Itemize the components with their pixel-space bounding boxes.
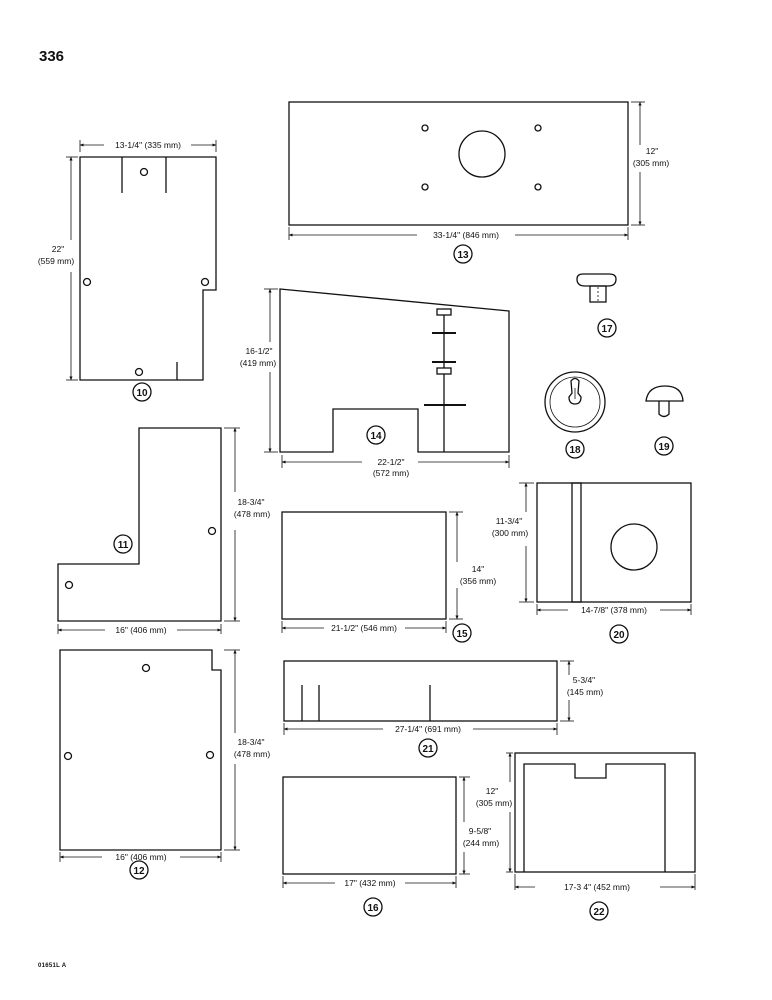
- part-10-width-label: 13-1/4" (335 mm): [115, 140, 181, 150]
- part-11-width-dimension: [57, 624, 222, 634]
- part-15-height-dimension: [449, 511, 463, 620]
- part-15-height-label-mm: (356 mm): [460, 576, 497, 586]
- part-14-height-label-mm: (419 mm): [240, 358, 277, 368]
- part-14-height-label: 16-1/2": [245, 346, 272, 356]
- part-16-height-label: 9-5/8": [469, 826, 491, 836]
- part-14-width-dimension: [281, 455, 510, 468]
- part-22-width-dimension: [514, 874, 696, 890]
- callout-16: 16: [367, 903, 379, 914]
- callout-19: 19: [658, 442, 670, 453]
- part-20-height-label: 11-3/4": [496, 516, 523, 526]
- part-20-width-dimension: [536, 604, 692, 615]
- part-12-height-label-mm: (478 mm): [234, 749, 271, 759]
- callout-22: 22: [593, 907, 605, 918]
- part-13-width-dimension: [288, 227, 629, 240]
- part-22-height-label: 12": [486, 786, 498, 796]
- part-10-height-label-mm: (559 mm): [38, 256, 75, 266]
- page-number: 336: [39, 48, 65, 65]
- callout-12: 12: [133, 866, 145, 877]
- callout-10: 10: [136, 388, 148, 399]
- part-21-panel: [283, 660, 558, 722]
- part-13-height-dimension: [631, 101, 645, 226]
- figure-code: 01651L A: [38, 963, 67, 969]
- callout-circles: [113, 244, 674, 921]
- part-21-width-dimension: [283, 723, 558, 735]
- part-12-height-dimension: [224, 649, 240, 851]
- part-16-panel: [282, 776, 457, 875]
- part-12-panel: [59, 649, 222, 851]
- part-15-panel: [281, 511, 447, 620]
- part-15-width-dimension: [281, 621, 447, 633]
- part-13-panel: [288, 101, 629, 226]
- part-11-panel: [57, 427, 222, 622]
- part-10-height-label: 22": [52, 244, 64, 254]
- part-15-width-label: 21-1/2" (546 mm): [331, 623, 397, 633]
- part-11-height-label: 18-3/4": [237, 497, 264, 507]
- part-21-height-dimension: [560, 660, 574, 722]
- part-21-width-label: 27-1/4" (691 mm): [395, 724, 461, 734]
- callout-21: 21: [422, 744, 434, 755]
- part-15-height-label: 14": [472, 564, 484, 574]
- part-12-height-label: 18-3/4": [237, 737, 264, 747]
- part-17-knob: [576, 273, 617, 303]
- part-10-panel: [79, 156, 217, 381]
- callout-18: 18: [569, 445, 581, 456]
- part-16-width-dimension: [282, 876, 457, 888]
- part-11-height-dimension: [224, 427, 240, 622]
- part-13-height-label-mm: (305 mm): [633, 158, 670, 168]
- part-21-height-label: 5-3/4": [573, 675, 595, 685]
- part-21-height-label-mm: (145 mm): [567, 687, 604, 697]
- part-20-height-dimension: [519, 482, 534, 603]
- part-12-width-label: 16" (406 mm): [115, 852, 166, 862]
- callout-14: 14: [370, 431, 382, 442]
- part-16-width-label: 17" (432 mm): [344, 878, 395, 888]
- part-10-height-dimension: [66, 156, 78, 381]
- part-22-panel: [514, 752, 696, 873]
- part-13-width-label: 33-1/4" (846 mm): [433, 230, 499, 240]
- part-22-width-label: 17-3 4" (452 mm): [564, 882, 630, 892]
- part-20-width-label: 14-7/8" (378 mm): [581, 605, 647, 615]
- part-11-height-label-mm: (478 mm): [234, 509, 271, 519]
- part-12-width-dimension: [59, 852, 222, 862]
- callout-13: 13: [457, 250, 469, 261]
- part-20-panel: [536, 482, 692, 603]
- part-13-height-label: 12": [646, 146, 658, 156]
- part-10-width-dimension: [79, 140, 217, 152]
- part-16-height-label-mm: (244 mm): [463, 838, 500, 848]
- callout-17: 17: [601, 324, 613, 335]
- part-16-height-dimension: [459, 776, 470, 875]
- part-18-lock: [544, 371, 606, 433]
- part-14-width-label: 22-1/2": [377, 457, 404, 467]
- callout-15: 15: [456, 629, 468, 640]
- part-11-width-label: 16" (406 mm): [115, 625, 166, 635]
- part-14-width-label-mm: (572 mm): [373, 468, 410, 478]
- callout-11: 11: [118, 540, 129, 551]
- part-20-height-label-mm: (300 mm): [492, 528, 529, 538]
- callout-20: 20: [613, 630, 625, 641]
- part-22-height-label-mm: (305 mm): [476, 798, 513, 808]
- part-14-panel: [279, 288, 510, 453]
- part-14-height-dimension: [264, 288, 278, 453]
- part-19-button: [645, 385, 684, 418]
- part-22-height-dimension: [506, 752, 513, 873]
